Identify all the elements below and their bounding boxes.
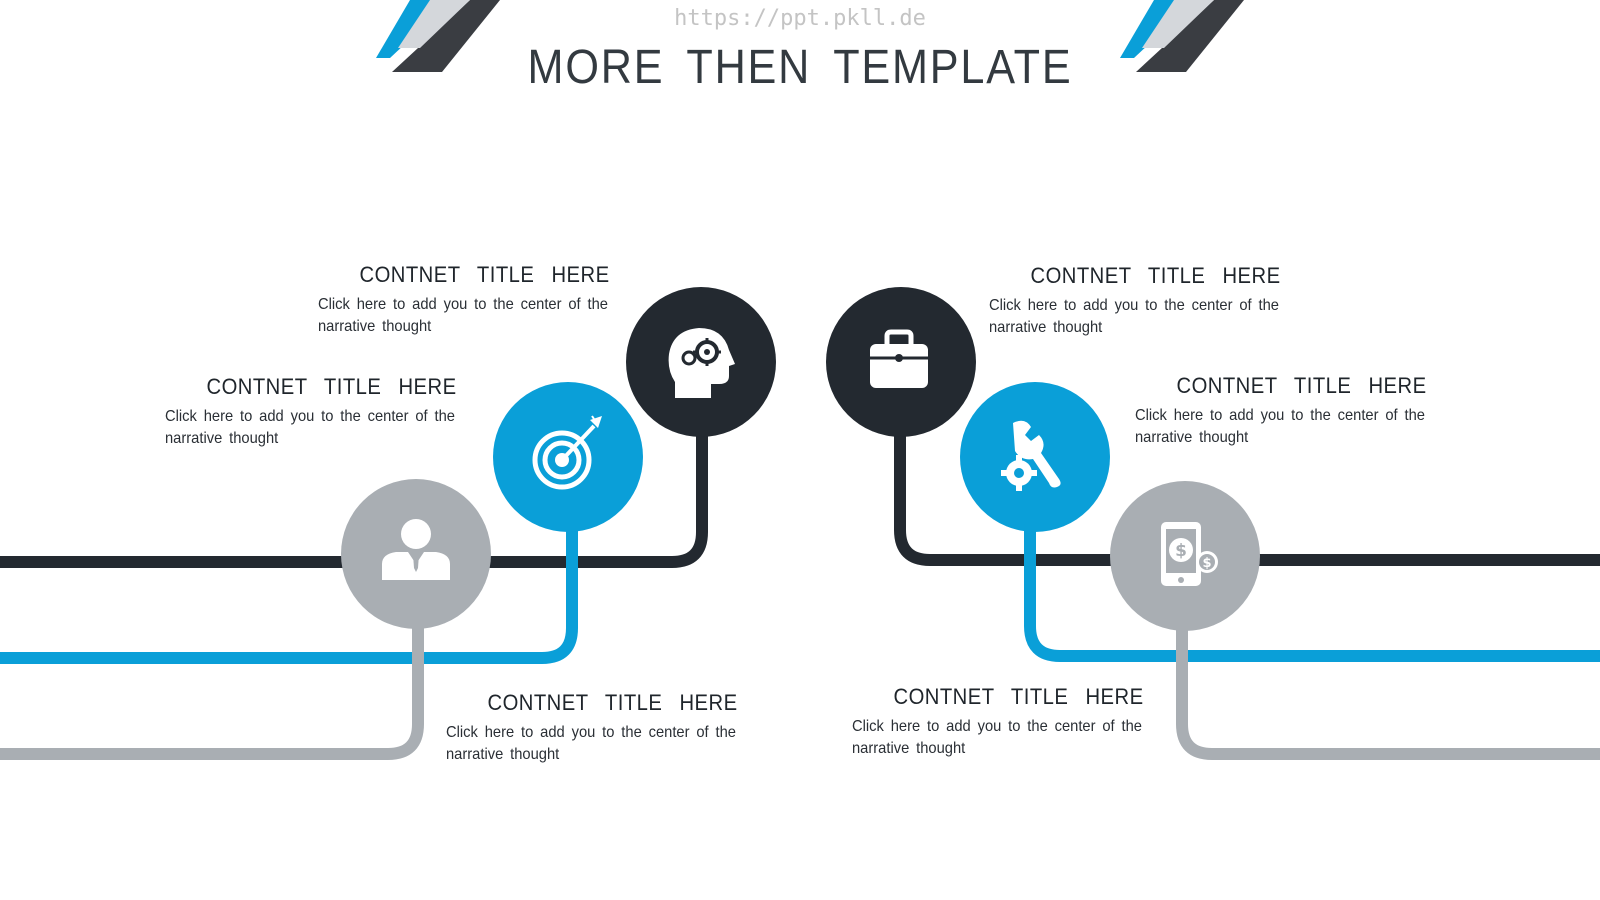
content-title-6: CONTNET TITLE HERE	[893, 684, 1144, 709]
line-dark-right	[894, 430, 1600, 566]
line-gray-right	[1176, 626, 1600, 760]
decor-bars-right	[1120, 0, 1244, 72]
content-title-1: CONTNET TITLE HERE	[359, 262, 610, 287]
svg-text:$: $	[1175, 541, 1187, 561]
content-body-6: Click here to add you to the center of t…	[852, 718, 1142, 757]
head-gears-icon	[668, 328, 735, 398]
content-body-2: Click here to add you to the center of t…	[165, 408, 455, 447]
content-body-3: Click here to add you to the center of t…	[446, 724, 736, 763]
content-block-5: CONTNET TITLE HERE Click here to add you…	[1135, 373, 1455, 449]
content-block-2: CONTNET TITLE HERE Click here to add you…	[165, 374, 485, 450]
content-title-3: CONTNET TITLE HERE	[487, 690, 738, 715]
watermark-url: https://ppt.pkll.de	[674, 6, 926, 31]
content-block-6: CONTNET TITLE HERE Click here to add you…	[852, 684, 1172, 760]
line-blue-right	[1024, 528, 1600, 662]
target-icon	[532, 415, 602, 490]
decor-bars-left	[376, 0, 500, 72]
decor-bar-light-right	[1142, 0, 1214, 48]
content-title-4: CONTNET TITLE HERE	[1030, 263, 1281, 288]
decor-bar-dark-left	[392, 0, 500, 72]
briefcase-icon	[870, 329, 928, 388]
content-block-3: CONTNET TITLE HERE Click here to add you…	[446, 690, 766, 766]
decor-bar-dark-right	[1136, 0, 1244, 72]
decor-bar-light-left	[398, 0, 470, 48]
line-blue-left	[0, 528, 578, 664]
user-icon	[382, 519, 450, 580]
content-title-5: CONTNET TITLE HERE	[1176, 373, 1427, 398]
page-title: MORE THEN TEMPLATE	[527, 41, 1073, 94]
svg-text:$: $	[1202, 556, 1211, 571]
content-body-4: Click here to add you to the center of t…	[989, 297, 1279, 336]
wrench-gear-icon	[1001, 420, 1061, 491]
content-body-1: Click here to add you to the center of t…	[318, 296, 608, 335]
content-body-5: Click here to add you to the center of t…	[1135, 407, 1425, 446]
line-gray-left	[0, 624, 424, 760]
content-block-1: CONTNET TITLE HERE Click here to add you…	[318, 262, 638, 338]
content-block-4: CONTNET TITLE HERE Click here to add you…	[989, 263, 1309, 339]
mobile-money-icon: $ $	[1161, 522, 1218, 586]
content-title-2: CONTNET TITLE HERE	[206, 374, 457, 399]
line-dark-left	[0, 430, 708, 568]
